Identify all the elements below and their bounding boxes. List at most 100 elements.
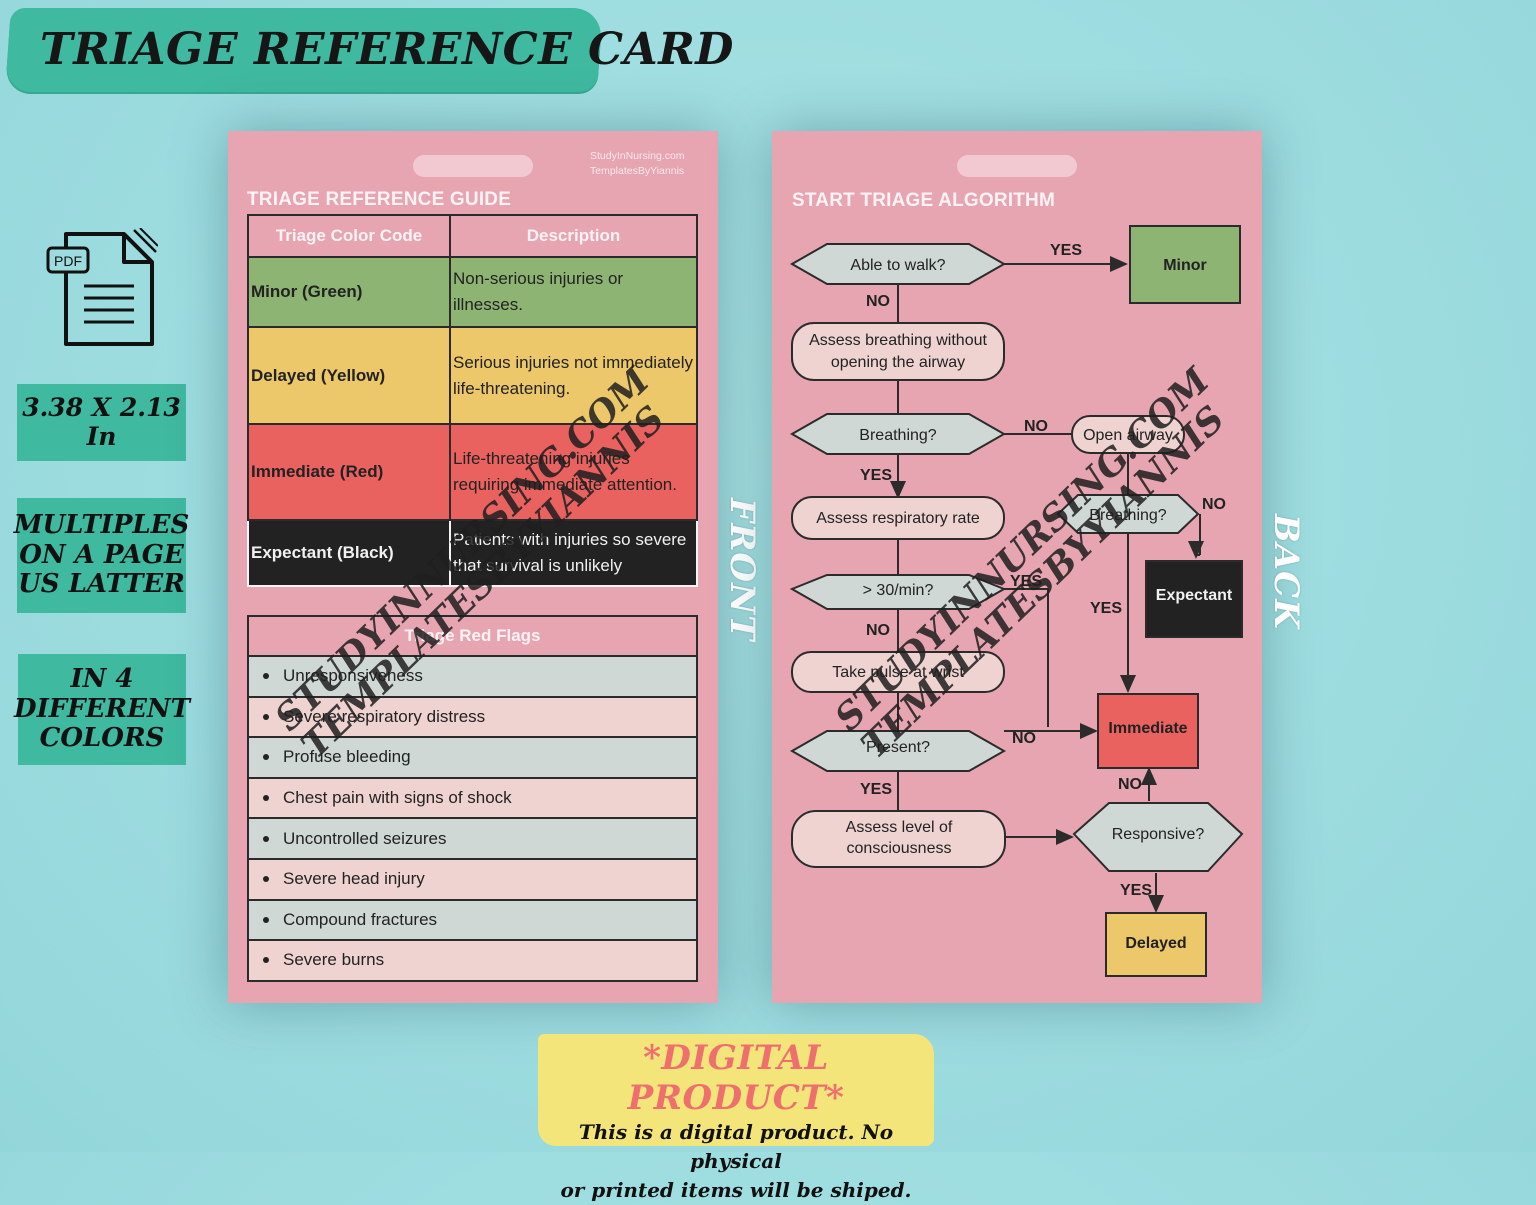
table-row: Minor (Green) Non-serious injuries or il… [247, 256, 698, 328]
credit-line-1: StudyInNursing.com [590, 150, 685, 162]
row-desc: Patients with injuries so severe that su… [449, 519, 698, 587]
present-text: Present? [866, 739, 930, 756]
flag-text: Uncontrolled seizures [283, 828, 447, 848]
front-card: StudyInNursing.com TemplatesByYiannis TR… [228, 131, 718, 1003]
list-item: Severe respiratory distress [249, 697, 696, 739]
list-item: Severe burns [249, 941, 696, 980]
red-flags-heading: Triage Red Flags [249, 617, 696, 657]
multiples-badge: MULTIPLES ON A PAGE US LATTER [14, 498, 189, 613]
expectant-box [1145, 560, 1243, 638]
breathing-decision [789, 413, 1007, 455]
walk-decision [789, 243, 1007, 285]
row-label: Delayed (Yellow) [247, 326, 451, 425]
card-credit: StudyInNursing.com TemplatesByYiannis [590, 149, 685, 179]
walk-no: NO [866, 293, 890, 310]
responsive-no: NO [1118, 776, 1142, 793]
resp-rate-text: Assess respiratory rate [816, 510, 980, 527]
bullet-icon [263, 876, 269, 883]
bullet-icon [263, 957, 269, 964]
expectant-text: Expectant [1156, 587, 1233, 604]
breathing-again-no: NO [1202, 496, 1226, 513]
pulse-present-decision [789, 730, 1007, 772]
resp-rate-box [791, 496, 1005, 540]
table-row: Expectant (Black) Patients with injuries… [247, 519, 698, 587]
flag-text: Compound fractures [283, 909, 438, 929]
table-row: Delayed (Yellow) Serious injuries not im… [247, 326, 698, 425]
start-algorithm-flowchart: Able to walk? YES Minor NO Assess breath… [789, 225, 1244, 977]
row-desc: Non-serious injuries or illnesses. [449, 256, 698, 328]
flag-text: Severe respiratory distress [283, 706, 486, 726]
back-heading: START TRIAGE ALGORITHM [792, 190, 1055, 211]
pulse-text: Take pulse at wrist [832, 664, 964, 681]
minor-text: Minor [1163, 257, 1207, 274]
size-text: 3.38 X 2.13 In [22, 392, 181, 451]
bullet-icon [263, 673, 269, 680]
list-item: Severe head injury [249, 859, 696, 901]
flag-text: Profuse bleeding [283, 747, 411, 767]
flag-text: Unresponsiveness [283, 666, 423, 686]
multiples-line-2: ON A PAGE [19, 539, 184, 570]
bullet-icon [263, 754, 269, 761]
rate-no: NO [866, 622, 890, 639]
bullet-icon [263, 713, 269, 720]
flag-text: Severe head injury [283, 869, 425, 889]
bullet-icon [263, 835, 269, 842]
bullet-icon [263, 916, 269, 923]
multiples-line-3: US LATTER [18, 569, 185, 600]
colors-line-2: DIFFERENT [14, 693, 190, 724]
back-card: START TRIAGE ALGORITHM [772, 131, 1262, 1003]
triage-code-table: Triage Color Code Description Minor (Gre… [247, 214, 698, 587]
rate-decision [789, 574, 1007, 610]
card-slot [413, 155, 533, 177]
delayed-text: Delayed [1125, 935, 1186, 952]
row-label: Expectant (Black) [247, 519, 451, 587]
list-item: Compound fractures [249, 900, 696, 942]
col-code-header: Triage Color Code [247, 214, 451, 258]
list-item: Profuse bleeding [249, 738, 696, 779]
open-airway-box [1071, 415, 1185, 454]
row-desc: Life-threatening injuries requiring imme… [449, 423, 698, 521]
card-slot [957, 155, 1077, 177]
immediate-box [1097, 693, 1199, 769]
present-yes: YES [860, 781, 892, 798]
front-side-label: FRONT [722, 498, 762, 642]
digital-title: *DIGITAL PRODUCT* [627, 1038, 845, 1118]
responsive-yes: YES [1120, 882, 1152, 899]
breathing-again-decision [1056, 494, 1200, 534]
delayed-box [1105, 912, 1207, 977]
back-side-label: BACK [1266, 514, 1306, 630]
responsive-decision [1072, 802, 1244, 872]
walk-text: Able to walk? [850, 257, 945, 274]
col-desc-header: Description [449, 214, 698, 258]
size-badge: 3.38 X 2.13 In [17, 384, 186, 461]
consciousness-line-1: Assess level of [846, 819, 953, 836]
present-no: NO [1012, 730, 1036, 747]
consciousness-line-2: consciousness [847, 840, 952, 857]
digital-line-2: or printed items will be shiped. [560, 1178, 912, 1202]
walk-yes: YES [1050, 242, 1082, 259]
flag-text: Severe burns [283, 950, 385, 970]
rate-text: > 30/min? [863, 582, 934, 599]
list-item: Unresponsiveness [249, 657, 696, 698]
responsive-text: Responsive? [1112, 826, 1205, 843]
credit-line-2: TemplatesByYiannis [590, 165, 685, 177]
page-title: TRIAGE REFERENCE CARD [40, 24, 734, 75]
assess-breathing-line-2: opening the airway [831, 354, 965, 371]
pdf-file-icon: PDF [46, 227, 159, 352]
immediate-text: Immediate [1108, 720, 1187, 737]
row-label: Immediate (Red) [247, 423, 451, 521]
rate-yes: YES [1010, 573, 1042, 590]
pulse-box [791, 651, 1005, 693]
list-item: Uncontrolled seizures [249, 819, 696, 860]
digital-line-1: This is a digital product. No physical [578, 1120, 894, 1173]
bullet-icon [263, 795, 269, 802]
assess-breathing-line-1: Assess breathing without [809, 332, 987, 349]
breathing-again-yes: YES [1090, 600, 1122, 617]
consciousness-box [791, 810, 1006, 868]
row-desc: Serious injuries not immediately life-th… [449, 326, 698, 425]
digital-product-notice: *DIGITAL PRODUCT* This is a digital prod… [538, 1034, 934, 1202]
breathing-again-text: Breathing? [1089, 507, 1166, 524]
colors-line-1: IN 4 [70, 663, 134, 694]
row-label: Minor (Green) [247, 256, 451, 328]
colors-badge: IN 4 DIFFERENT COLORS [14, 654, 190, 765]
